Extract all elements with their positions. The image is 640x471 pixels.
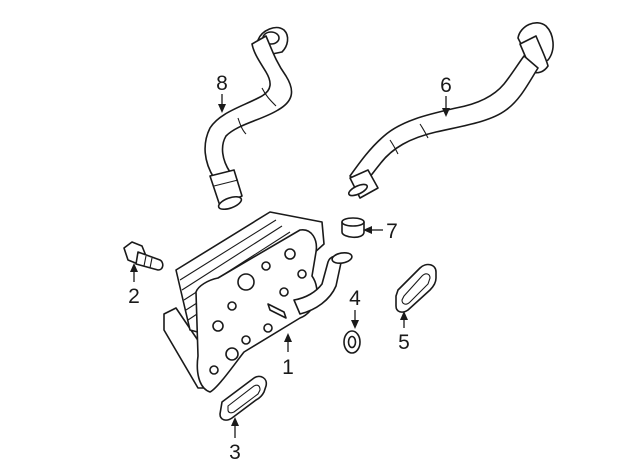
callout-label-5: 5	[398, 331, 410, 354]
callout-arrow-5	[400, 311, 408, 328]
callout-arrow-4	[351, 310, 359, 329]
part-7-seal[interactable]	[341, 217, 365, 239]
part-8-hose[interactable]	[204, 26, 293, 212]
part-2-bolt[interactable]	[123, 241, 164, 271]
callout-label-2: 2	[128, 285, 140, 308]
part-6-hose[interactable]	[347, 22, 554, 199]
callout-label-3: 3	[229, 441, 241, 464]
callout-arrow-2	[130, 263, 138, 282]
part-3-gasket[interactable]	[219, 375, 268, 421]
callout-label-1: 1	[282, 356, 294, 379]
part-1-oil-cooler[interactable]	[163, 211, 353, 393]
callout-arrow-1	[284, 333, 292, 352]
part-4-o-ring[interactable]	[343, 330, 361, 354]
callout-arrow-7	[363, 226, 383, 234]
callout-arrow-8	[218, 94, 226, 113]
callout-arrow-3	[231, 417, 239, 438]
callout-arrow-6	[442, 96, 450, 117]
callout-label-4: 4	[349, 287, 361, 310]
callout-label-6: 6	[440, 74, 452, 97]
callout-label-8: 8	[216, 72, 228, 95]
callout-label-7: 7	[386, 220, 398, 243]
part-5-gasket[interactable]	[395, 263, 437, 313]
